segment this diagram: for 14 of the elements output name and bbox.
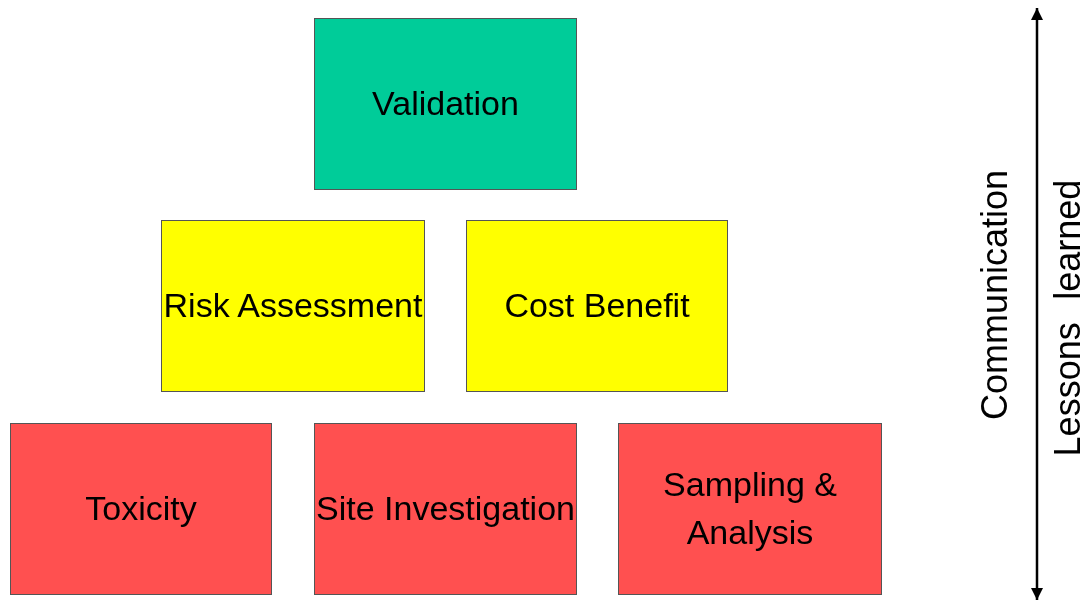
side-label: Lessons learned [1047,179,1089,457]
box-label: Risk Assessment [163,285,423,327]
side-label: Communication [974,169,1016,421]
process-box [314,423,577,595]
box-label: Toxicity [85,488,197,530]
box-label: Validation [372,83,519,125]
box-label: Cost Benefit [504,285,690,327]
process-box [161,220,425,392]
process-box [314,18,577,190]
process-box [10,423,272,595]
box-label: Sampling & Analysis [662,464,838,553]
process-box [618,423,882,595]
process-box [466,220,728,392]
box-label: Site Investigation [316,488,575,530]
